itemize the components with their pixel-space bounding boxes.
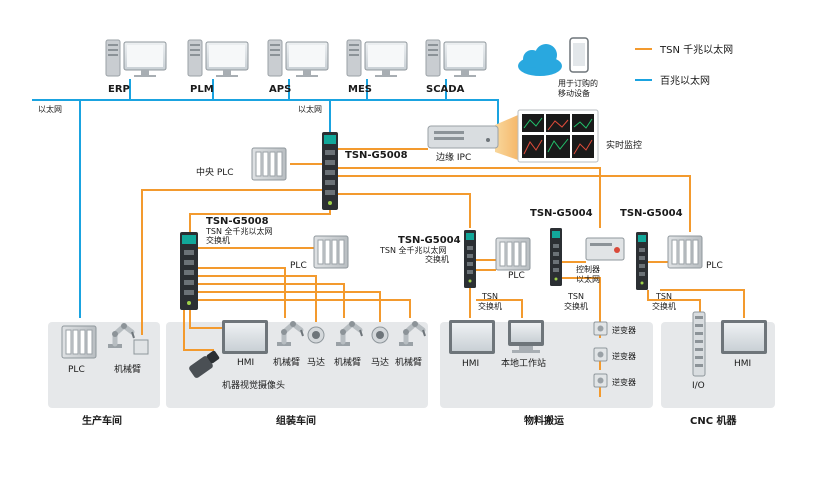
label-inverter-2: 逆变器 [612,351,636,361]
label-ethernet-mid: 以太网 [298,104,322,114]
server-scada [425,39,487,78]
label-mobile-2: 移动设备 [558,88,590,98]
label-core-switch: TSN-G5008 [345,150,408,161]
assembly-motor-2 [371,326,389,344]
label-g5004-a-desc-2: 交换机 [425,254,449,264]
label-controller-2: 以太网 [576,274,600,284]
local-workstation [508,320,544,353]
switch-g5004-a [464,230,476,288]
monitoring-beam [495,115,518,160]
cnc-plc [667,235,703,269]
label-assembly-arm-3: 机械臂 [395,356,422,368]
label-assembly-switch: TSN-G5008 [206,216,269,227]
controller-ethernet [585,237,625,261]
label-g5004-a: TSN-G5004 [398,235,461,246]
server-aps [267,39,329,78]
inverter-3 [593,373,608,388]
legend-gigabit-label: TSN 千兆以太网 [659,43,733,56]
assembly-motor-1 [307,326,325,344]
label-workstation: 本地工作站 [501,357,546,369]
machine-vision-camera [189,350,220,378]
material-hmi [449,320,495,354]
label-controller-1: 控制器 [576,264,600,274]
label-erp: ERP [108,84,130,95]
edge-ipc [427,125,499,149]
label-camera: 机器视觉摄像头 [222,379,285,391]
label-cnc-plc: PLC [706,261,723,271]
cnc-hmi [721,320,767,354]
label-ethernet-left: 以太网 [38,104,62,114]
inverter-1 [593,321,608,336]
central-plc [251,147,287,181]
label-inverter-1: 逆变器 [612,325,636,335]
label-cnc-tsn-sw-1: TSN [655,292,672,301]
production-arm [108,323,149,355]
cloud-icon [518,44,562,76]
label-production-arm: 机械臂 [114,363,141,375]
label-assembly-motor-1: 马达 [307,356,325,368]
cnc-io-module [692,311,706,377]
label-assembly-hmi: HMI [237,358,254,368]
label-assembly-arm-1: 机械臂 [273,356,300,368]
core-switch-tsn-g5008 [322,132,338,210]
zone-cnc-title: CNC 机器 [690,414,738,427]
assembly-plc [313,235,349,269]
legend-fast-label: 百兆以太网 [660,74,710,87]
zone-material-title: 物料搬运 [524,414,564,427]
label-tsn-sw-a-1: TSN [481,292,498,301]
label-cnc-g5004: TSN-G5004 [620,208,683,219]
label-inverter-3: 逆变器 [612,377,636,387]
fast-ethernet-links [32,79,499,318]
assembly-hmi [222,320,268,354]
label-assembly-arm-2: 机械臂 [334,356,361,368]
label-aps: APS [269,84,291,95]
label-production-plc: PLC [68,365,85,375]
label-cnc-hmi: HMI [734,359,751,369]
label-plm: PLM [190,84,214,95]
label-tsn-sw-b-2: 交换机 [564,301,588,311]
label-realtime: 实时监控 [606,139,642,151]
label-edge-ipc: 边缘 IPC [436,151,471,163]
label-scada: SCADA [426,84,465,95]
tsn-gigabit-links [141,148,745,397]
label-material-plc: PLC [508,271,525,281]
server-mes [346,39,408,78]
label-assembly-switch-desc-2: 交换机 [206,235,230,245]
switch-g5004-b [550,228,562,286]
label-tsn-sw-a-2: 交换机 [478,301,502,311]
label-g5004-b: TSN-G5004 [530,208,593,219]
label-material-hmi: HMI [462,359,479,369]
inverter-2 [593,347,608,362]
label-mes: MES [348,84,372,95]
label-cnc-io: I/O [692,381,705,391]
label-tsn-sw-b-1: TSN [567,292,584,301]
label-assembly-plc: PLC [290,261,307,271]
label-central-plc: 中央 PLC [196,166,234,178]
label-mobile-1: 用于订购的 [558,78,598,88]
server-plm [187,39,249,78]
switch-cnc-g5004 [636,232,648,290]
production-plc [61,325,97,359]
label-g5004-a-desc-1: TSN 全千兆以太网 [379,245,447,255]
zone-production-title: 生产车间 [82,414,122,427]
server-erp [105,39,167,78]
label-assembly-switch-desc-1: TSN 全千兆以太网 [205,226,273,236]
realtime-monitor-screen [517,109,599,163]
zone-assembly-title: 组装车间 [276,414,316,427]
assembly-switch-tsn-g5008 [180,232,198,310]
label-assembly-motor-2: 马达 [371,356,389,368]
label-cnc-tsn-sw-2: 交换机 [652,301,676,311]
material-plc [495,237,531,271]
mobile-device-icon [569,37,589,73]
